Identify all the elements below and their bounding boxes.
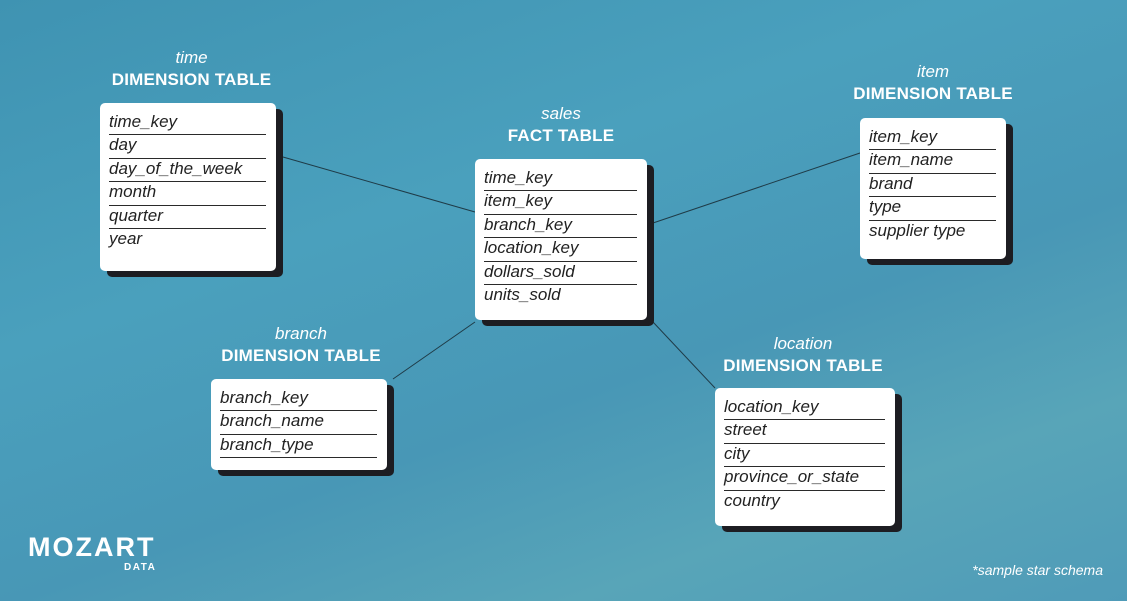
table-name: item: [916, 62, 950, 81]
table-kind: DIMENSION TABLE: [723, 356, 883, 375]
logo-wordmark: MOZART: [28, 532, 156, 562]
logo-subtext: DATA: [124, 562, 157, 573]
field-row: location_key: [484, 238, 637, 262]
table-kind: FACT TABLE: [507, 126, 615, 145]
sales-table-header: sales FACT TABLE: [475, 103, 647, 147]
field-row: branch_key: [220, 388, 377, 412]
field-row: branch_key: [484, 215, 637, 239]
field-row: month: [109, 182, 266, 206]
field-row: province_or_state: [724, 467, 885, 491]
branch-table[interactable]: branch_key branch_name branch_type: [211, 379, 387, 470]
mozart-data-logo: MOZART DATA: [28, 532, 156, 573]
field-row: location_key: [724, 397, 885, 421]
field-row: day_of_the_week: [109, 159, 266, 183]
line-location-sales: [652, 321, 716, 389]
field-row: dollars_sold: [484, 262, 637, 285]
field-row: street: [724, 420, 885, 444]
field-row: item_key: [869, 127, 996, 151]
line-branch-sales: [392, 321, 476, 380]
field-row: brand: [869, 174, 996, 198]
field-row: type: [869, 197, 996, 221]
line-item-sales: [652, 152, 861, 224]
location-table-header: location DIMENSION TABLE: [715, 333, 891, 377]
field-row: branch_type: [220, 435, 377, 459]
field-row: item_key: [484, 191, 637, 215]
table-name: branch: [275, 324, 327, 343]
field-row: supplier type: [869, 220, 966, 240]
table-name: location: [773, 334, 833, 353]
table-kind: DIMENSION TABLE: [111, 70, 272, 89]
field-row: item_name: [869, 150, 996, 174]
item-table[interactable]: item_key item_name brand type supplier t…: [860, 118, 1006, 259]
line-time-sales: [282, 156, 476, 213]
item-table-header: item DIMENSION TABLE: [850, 61, 1016, 105]
field-row: time_key: [484, 168, 637, 192]
location-table[interactable]: location_key street city province_or_sta…: [715, 388, 895, 526]
table-kind: DIMENSION TABLE: [853, 84, 1013, 103]
footnote: *sample star schema: [972, 562, 1103, 578]
table-name: sales: [541, 104, 581, 123]
time-table[interactable]: time_key day day_of_the_week month quart…: [100, 103, 276, 271]
field-row: branch_name: [220, 411, 377, 435]
table-name: time: [175, 48, 208, 67]
table-kind: DIMENSION TABLE: [221, 346, 381, 365]
sales-table[interactable]: time_key item_key branch_key location_ke…: [475, 159, 647, 320]
field-row: time_key: [109, 112, 266, 136]
field-row: day: [109, 135, 266, 159]
field-row: city: [724, 444, 885, 468]
field-row: year: [109, 228, 143, 248]
field-row: units_sold: [484, 284, 561, 304]
branch-table-header: branch DIMENSION TABLE: [218, 323, 384, 367]
field-row: quarter: [109, 206, 266, 229]
time-table-header: time DIMENSION TABLE: [100, 47, 283, 91]
field-row: country: [724, 490, 780, 510]
